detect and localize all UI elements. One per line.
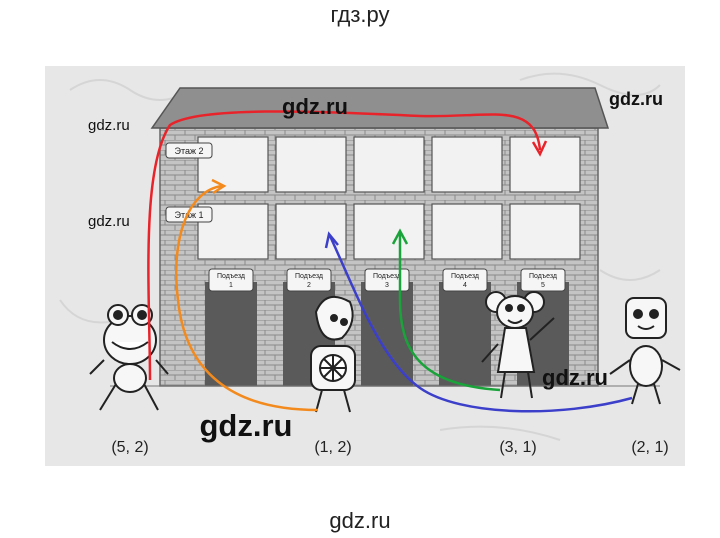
watermark-right: gdz.ru [542,365,608,390]
watermark-left-lower: gdz.ru [88,213,130,230]
robot-coordinates: (1, 2) [314,439,351,456]
entrance-4: Подъезд 4 [439,268,491,386]
entrance-3: Подъезд 3 [361,268,413,386]
entrance-2-number: 2 [307,282,311,289]
entrance-5-label: Подъезд [529,273,557,280]
entrance-1-label: Подъезд [217,273,245,280]
green-arrowhead [391,228,409,245]
mouse-coordinates: (3, 1) [499,439,536,456]
mouse-character [481,291,555,399]
robot-character [310,295,356,413]
watermark-top-right: gdz.ru [609,89,663,109]
entrance-3-number: 3 [385,282,389,289]
green-path [398,232,501,392]
frog-character [89,304,169,411]
red-path [147,110,542,381]
orange-path [174,184,319,412]
site-title: гдз.ру [330,2,390,27]
blue-path [328,235,633,413]
floor-1-text: Этаж 1 [174,210,203,220]
windows-floor-2 [197,136,581,193]
footer-watermark: gdz.ru [329,508,391,533]
frog-coordinates: (5, 2) [111,439,148,456]
windows-floor-1 [197,203,581,260]
entrance-3-label: Подъезд [373,273,401,280]
square-head-coordinates: (2, 1) [631,439,668,456]
blue-arrowhead [324,231,339,249]
roof [150,87,610,129]
entrance-5-number: 5 [541,282,545,289]
watermark-large: gdz.ru [200,408,293,443]
square-head-character [609,297,681,405]
entrance-1-number: 1 [229,282,233,289]
entrance-4-label: Подъезд [451,273,479,280]
entrances: Подъезд 1 Подъезд 2 Подъезд 3 Подъезд 4 … [205,268,569,386]
floor-label-2: Этаж 2 [165,142,213,159]
floor-label-1: Этаж 1 [165,206,213,223]
entrance-1: Подъезд 1 [205,268,257,386]
watermark-top-center: gdz.ru [282,94,348,119]
red-arrowhead [531,140,548,157]
entrance-2-label: Подъезд [295,273,323,280]
entrance-4-number: 4 [463,282,467,289]
watermark-left-upper: gdz.ru [88,117,130,134]
floor-2-text: Этаж 2 [174,146,203,156]
orange-arrowhead [211,178,227,195]
